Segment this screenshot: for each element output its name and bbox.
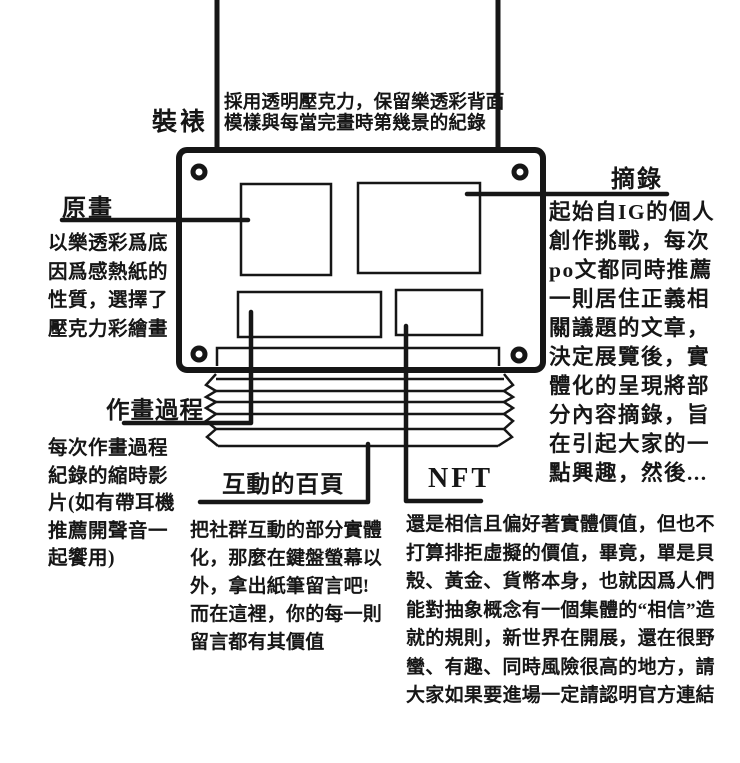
process-description: 每次作畫過程 紀錄的縮時影 片(如有帶耳機 推薦開聲音一 起饗用) bbox=[48, 438, 175, 569]
nft-leader-line bbox=[403, 323, 484, 504]
pages-leader-line bbox=[197, 441, 371, 505]
nft-panel bbox=[394, 288, 484, 337]
mounting-label: 裝裱 bbox=[152, 109, 209, 136]
mounting-note: 採用透明壓克力，保留樂透彩背面 模樣與每當完畫時第幾景的紀錄 bbox=[224, 93, 505, 134]
process-leader-line bbox=[121, 309, 254, 426]
pages-description: 把社群互動的部分實體 化，那麼在鍵盤螢幕以 外，拿出紙筆留言吧! 而在這裡，你的… bbox=[190, 520, 383, 653]
process-panel bbox=[236, 290, 383, 339]
excerpt-label: 摘錄 bbox=[611, 167, 663, 193]
original-label: 原畫 bbox=[62, 196, 114, 222]
original-description: 以樂透彩爲底 因爲感熱紙的 性質，選擇了 壓克力彩繪畫 bbox=[48, 233, 169, 340]
original-art-panel bbox=[239, 182, 333, 277]
nft-label: NFT bbox=[428, 463, 493, 494]
nft-description: 還是相信且偏好著實體價值，但也不 打算排拒虛擬的價值，畢竟，單是貝 殼、黃金、貨… bbox=[406, 514, 716, 706]
page-stack-left-edge bbox=[203, 373, 219, 447]
pages-label: 互動的百頁 bbox=[222, 472, 345, 498]
process-label: 作畫過程 bbox=[106, 398, 204, 424]
screw-hole-top-right bbox=[511, 163, 529, 181]
excerpt-description: 起始自IG的個人 創作挑戰，每次 po文都同時推薦 一則居住正義相 關議題的文章… bbox=[549, 200, 716, 485]
screw-hole-top-left bbox=[190, 163, 208, 181]
excerpt-panel bbox=[356, 181, 482, 275]
page-stack bbox=[203, 346, 516, 448]
acrylic-frame bbox=[176, 147, 546, 373]
page-stack-right-edge bbox=[497, 373, 516, 448]
screw-hole-bottom-left bbox=[190, 345, 208, 363]
screw-hole-bottom-right bbox=[510, 346, 528, 364]
